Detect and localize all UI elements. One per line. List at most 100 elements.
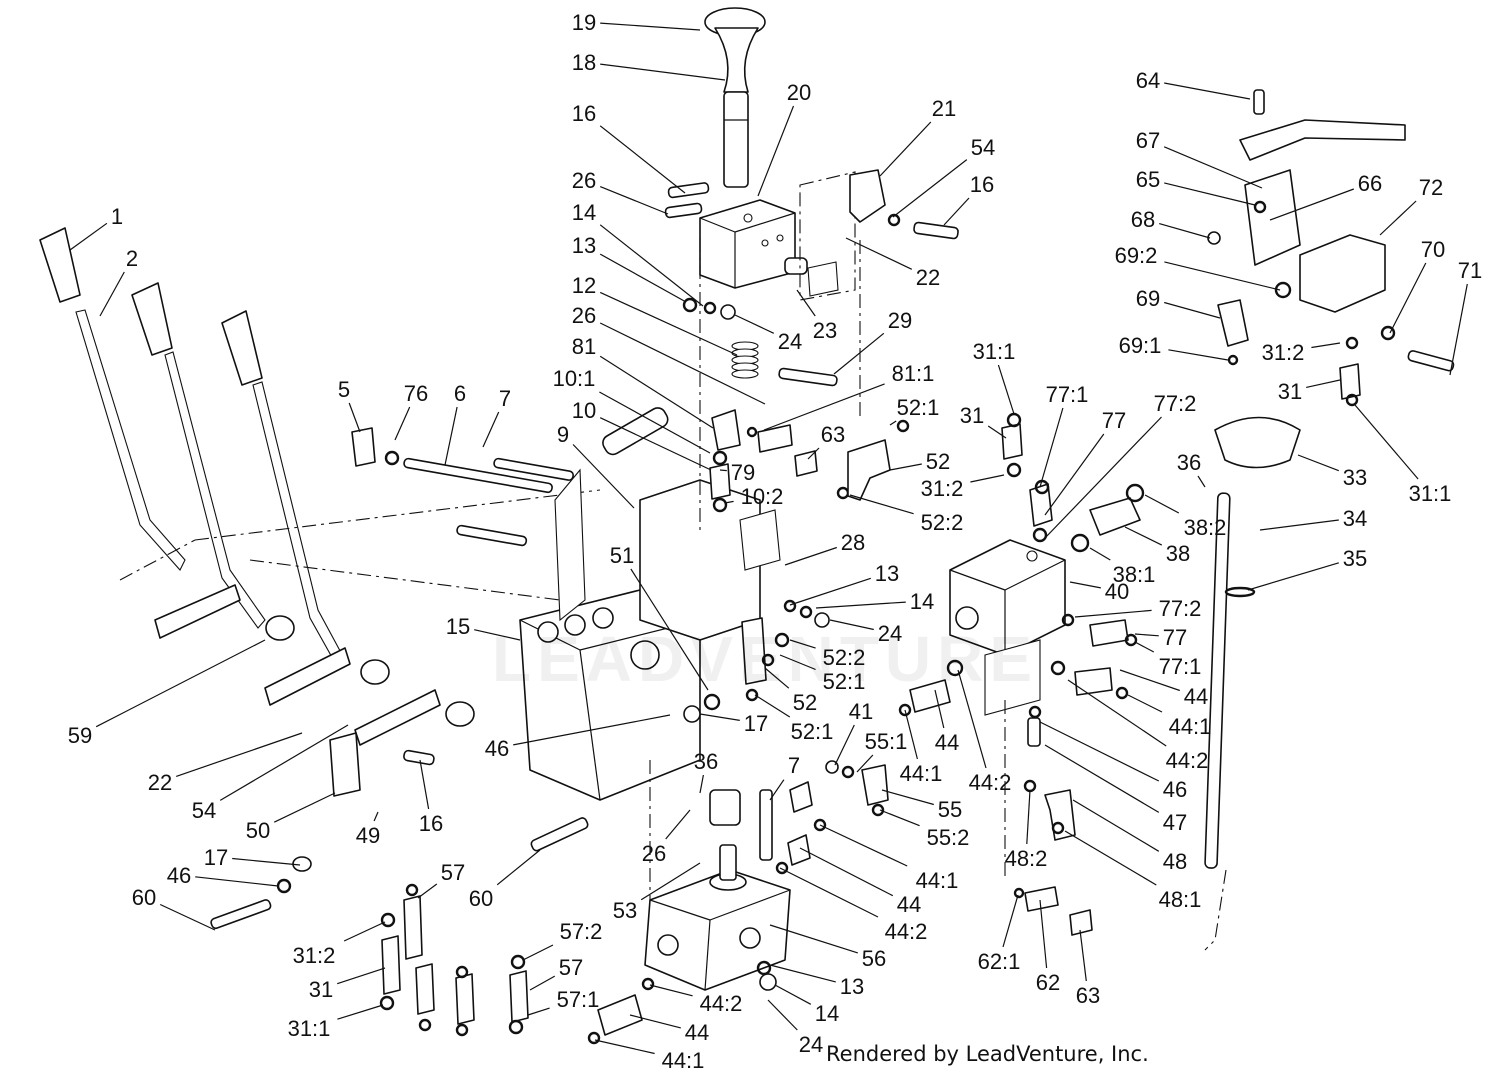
part-callout-52: 52 bbox=[793, 690, 817, 715]
nut-24-mid bbox=[814, 612, 830, 628]
part-callout-31-2: 31:2 bbox=[921, 476, 964, 501]
part-callout-77-2: 77:2 bbox=[1159, 596, 1202, 621]
oring-31-2-right bbox=[1345, 336, 1359, 350]
bolt-29 bbox=[778, 367, 838, 387]
rod-34 bbox=[1204, 492, 1231, 869]
bracket-9 bbox=[554, 468, 586, 622]
leader-line-33 bbox=[1297, 454, 1340, 472]
part-callout-28: 28 bbox=[841, 530, 865, 555]
part-callout-23: 23 bbox=[813, 318, 837, 343]
leader-line-16 bbox=[419, 759, 430, 810]
part-callout-1: 1 bbox=[111, 204, 123, 229]
leader-line-19 bbox=[600, 22, 701, 31]
oring-10-2 bbox=[712, 497, 728, 513]
leader-line-48-1 bbox=[1064, 830, 1157, 886]
oring-31-2-lower bbox=[380, 912, 396, 928]
oring-44-1 bbox=[898, 703, 912, 717]
part-callout-70: 70 bbox=[1421, 237, 1445, 262]
leader-line-72 bbox=[1379, 200, 1417, 236]
lower-port bbox=[657, 934, 679, 956]
leader-line-28 bbox=[784, 546, 837, 566]
leader-line-1 bbox=[69, 222, 108, 251]
leader-line-6 bbox=[444, 406, 458, 466]
leader-line-22 bbox=[176, 732, 303, 777]
oring-52-2-b bbox=[774, 632, 790, 648]
leader-line-38 bbox=[1124, 526, 1163, 546]
part-callout-20: 20 bbox=[787, 80, 811, 105]
oring-44-1-b bbox=[1115, 686, 1129, 700]
part-callout-64: 64 bbox=[1136, 68, 1160, 93]
sensor-28 bbox=[739, 509, 781, 571]
elbow-69 bbox=[1217, 299, 1249, 347]
rendered-by-credit: Rendered by LeadVenture, Inc. bbox=[826, 1042, 1149, 1066]
leader-line-57-2 bbox=[522, 944, 554, 961]
block-hole bbox=[1026, 550, 1038, 562]
oring-31-2 bbox=[1006, 462, 1022, 478]
leader-line-57 bbox=[417, 883, 438, 899]
leader-line-44-1 bbox=[1127, 694, 1163, 713]
shift-block-hole-3 bbox=[776, 234, 784, 242]
washer-13-top bbox=[682, 297, 698, 313]
leader-line-49 bbox=[373, 811, 379, 822]
oring-38-1 bbox=[1070, 533, 1090, 553]
bolt-16-left bbox=[403, 749, 435, 766]
part-callout-55-1: 55:1 bbox=[865, 729, 908, 754]
oring-lower-d bbox=[455, 965, 469, 979]
part-callout-81-1: 81:1 bbox=[892, 361, 935, 386]
part-callout-35: 35 bbox=[1343, 546, 1367, 571]
reference-line-right bbox=[1204, 869, 1227, 951]
lower-edge-2 bbox=[709, 889, 791, 921]
leader-line-24 bbox=[767, 999, 798, 1031]
part-callout-77: 77 bbox=[1102, 408, 1126, 433]
part-callout-44-2: 44:2 bbox=[885, 919, 928, 944]
reference-plane bbox=[119, 489, 601, 601]
part-callout-57-1: 57:1 bbox=[557, 987, 600, 1012]
leader-line-48 bbox=[1072, 799, 1160, 852]
part-callout-15: 15 bbox=[446, 614, 470, 639]
oring-44-1-lower bbox=[587, 1031, 601, 1045]
part-callout-26: 26 bbox=[572, 303, 596, 328]
part-callout-81: 81 bbox=[572, 334, 596, 359]
leader-line-22 bbox=[845, 237, 913, 270]
leader-line-41 bbox=[834, 724, 855, 766]
leader-line-55-2 bbox=[879, 809, 920, 827]
shift-block-edge-2 bbox=[734, 212, 796, 233]
part-callout-69-2: 69:2 bbox=[1115, 243, 1158, 268]
leader-line-13 bbox=[769, 964, 836, 983]
part-callout-36: 36 bbox=[1177, 450, 1201, 475]
leader-line-52 bbox=[889, 463, 922, 471]
bolt-47 bbox=[1027, 717, 1041, 747]
part-callout-31: 31 bbox=[309, 977, 333, 1002]
oring-46-right bbox=[1028, 705, 1042, 719]
leader-line-52-2 bbox=[789, 639, 816, 649]
leader-line-68 bbox=[1159, 223, 1211, 239]
part-callout-38-1: 38:1 bbox=[1113, 562, 1156, 587]
leader-line-14 bbox=[774, 984, 812, 1005]
part-callout-55-2: 55:2 bbox=[927, 825, 970, 850]
valve-edge-3 bbox=[579, 649, 601, 801]
part-callout-12: 12 bbox=[572, 273, 596, 298]
leader-line-57-1 bbox=[527, 1007, 550, 1016]
oring-44-2-b bbox=[1050, 660, 1066, 676]
leader-line-63 bbox=[807, 447, 820, 460]
part-callout-77-2: 77:2 bbox=[1154, 391, 1197, 416]
fitting-31-lower bbox=[381, 935, 401, 995]
bushing-59 bbox=[265, 615, 295, 641]
part-callout-77-1: 77:1 bbox=[1159, 654, 1202, 679]
part-callout-44-2: 44:2 bbox=[969, 770, 1012, 795]
part-callout-60: 60 bbox=[469, 886, 493, 911]
oring-44-2 bbox=[946, 659, 964, 677]
part-callout-9: 9 bbox=[557, 422, 569, 447]
oring-69-1 bbox=[1227, 354, 1239, 366]
axis-line bbox=[649, 238, 1006, 900]
part-callout-21: 21 bbox=[932, 96, 956, 121]
bushing-17 bbox=[683, 705, 701, 723]
elbow-81 bbox=[711, 409, 741, 451]
lever-yoke-2 bbox=[264, 647, 351, 706]
part-callout-13: 13 bbox=[572, 233, 596, 258]
oring-62-1 bbox=[1013, 887, 1025, 899]
leader-line-76 bbox=[394, 406, 411, 441]
fitting-44-mid-2 bbox=[787, 834, 811, 866]
leader-line-60 bbox=[496, 849, 541, 886]
